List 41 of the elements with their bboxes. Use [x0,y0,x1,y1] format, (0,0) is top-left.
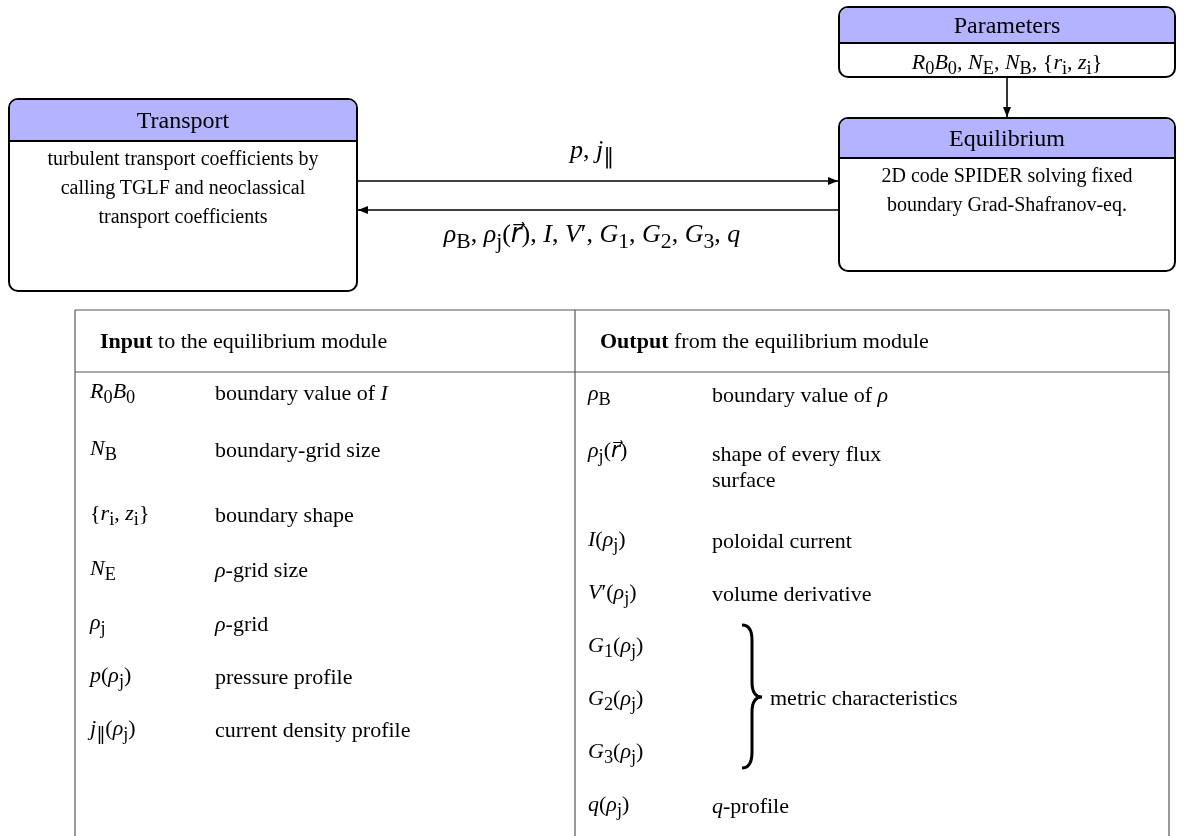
math-symbol: V′(ρ$_{j}$) [588,578,637,610]
math-symbol: R$_{0}$B$_{0}$ [90,377,136,409]
arrow [357,177,839,185]
description-text: boundary value of ρ [712,382,889,408]
node-text: R$_{0}$B$_{0}$, N$_{E}$, N$_{B}$, {r$_{i}$, z$_{i}$} [910,48,1104,76]
description-text: boundary value of I [215,380,388,406]
description-text: ρ-grid size [215,557,309,583]
description-text: current density profile [215,717,411,743]
math-symbol: G$_{3}$(ρ$_{j}$) [588,737,644,769]
math-symbol: p(ρ$_{j}$) [90,661,132,693]
node-title: Transport [10,100,356,142]
math-symbol: ρ$_{j}$ [90,608,106,640]
description-text: pressure profile [215,664,353,690]
description-text: q-profile [712,793,789,819]
math-symbol: G$_{1}$(ρ$_{j}$) [588,631,644,663]
math-symbol: N$_{B}$ [90,434,117,466]
node-text: turbulent transport coefficients by calling TGLF and neoclassical transport coefficients [46,146,320,230]
description-text: volume derivative [712,581,872,607]
math-symbol: I(ρ$_{j}$) [588,525,626,557]
description-text: metric characteristics [770,685,958,711]
node-text: 2D code SPIDER solving fixed boundary Grad-Shafranov-eq. [880,163,1134,218]
arrow [1003,77,1011,118]
math-symbol: q(ρ$_{j}$) [588,790,630,822]
process-box [838,117,1176,272]
math-symbol: {r$_{i}$, z$_{i}$} [90,499,150,531]
math-symbol: ρ$_{j}$(r⃗) [588,436,628,468]
description-text: shape of every flux surface [712,440,883,494]
node-title: Equilibrium [840,119,1174,159]
process-box [8,98,358,292]
description-text: boundary-grid size [215,437,381,463]
description-text: ρ-grid [215,611,269,637]
math-symbol: G$_{2}$(ρ$_{j}$) [588,684,644,716]
description-text: boundary shape [215,502,354,528]
process-box [838,6,1176,78]
arrow [357,206,839,214]
column-header: Input to the equilibrium module [100,328,388,354]
node-title: Parameters [840,8,1174,44]
math-symbol: N$_{E}$ [90,554,116,586]
description-text: poloidal current [712,528,852,554]
math-symbol: ρ$_{B}$ [588,379,611,411]
column-header: Output from the equilibrium module [600,328,929,354]
